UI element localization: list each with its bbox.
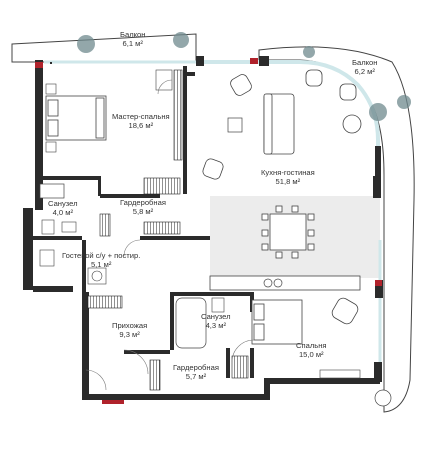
plant-icon-2 <box>374 389 392 407</box>
dining-table-icon <box>261 205 315 259</box>
room-label-guest-wc: Гостевой с/у + постир.5,1 м² <box>62 251 141 270</box>
wardrobe-icon-4 <box>87 295 123 309</box>
shower-icon <box>39 249 55 267</box>
balcony-1-area <box>11 33 197 63</box>
bathtub-icon <box>39 183 65 199</box>
toilet-icon-3 <box>41 219 55 235</box>
wardrobe-icon-3 <box>143 221 181 235</box>
armchair-icon-4 <box>342 114 362 134</box>
wardrobe-icon-7 <box>173 69 183 161</box>
facade-glass <box>196 60 380 176</box>
walls <box>23 56 383 400</box>
armchair-icon-6 <box>339 83 357 101</box>
wardrobe-icon-5 <box>149 359 161 391</box>
wardrobe-icon-2 <box>99 213 111 237</box>
coffee-table-icon <box>227 117 243 133</box>
armchair-icon-3 <box>202 158 224 180</box>
nightstand-icon <box>45 83 57 95</box>
desk-icon <box>319 369 361 379</box>
kitchen-counter-icon <box>209 275 361 291</box>
washing-machine-icon <box>87 267 107 285</box>
armchair-icon <box>331 297 359 325</box>
toilet-icon-2 <box>211 297 225 313</box>
bed-icon <box>45 95 107 141</box>
plant-icon <box>77 32 411 121</box>
sofa-icon <box>263 93 295 155</box>
armchair-icon-2 <box>230 74 252 96</box>
bed-icon-2 <box>251 299 303 345</box>
wardrobe-icon-6 <box>231 355 249 379</box>
armchair-icon-5 <box>305 69 323 87</box>
door-icon <box>85 79 255 391</box>
bathtub-icon-2 <box>175 297 207 349</box>
accent-walls <box>35 58 382 404</box>
nightstand-icon-2 <box>45 141 57 153</box>
wardrobe-icon <box>143 177 181 195</box>
sink-icon <box>61 221 77 233</box>
